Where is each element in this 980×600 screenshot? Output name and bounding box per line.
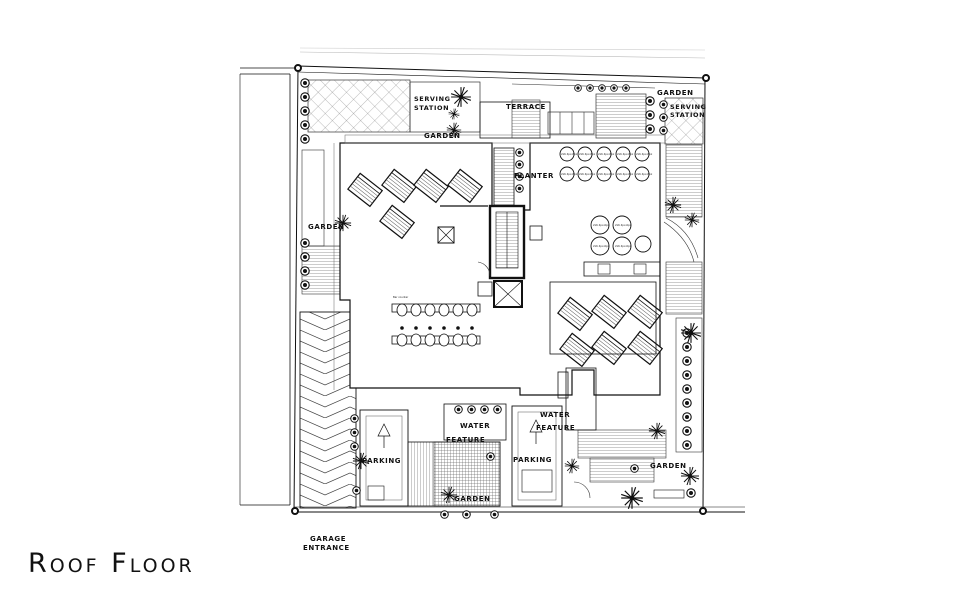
top-right-deck — [595, 93, 647, 139]
svg-text:2x6 4px-6px: 2x6 4px-6px — [593, 223, 610, 227]
bar-seating — [391, 303, 481, 347]
plan-title: Roof Floor — [28, 548, 195, 579]
serving-station-right-label: SERVING — [670, 103, 707, 111]
svg-text:2x6 4px-6px: 2x6 4px-6px — [615, 244, 632, 248]
svg-text:2x6 4px-6px: 2x6 4px-6px — [593, 244, 610, 248]
svg-text:2x6 4px-6px: 2x6 4px-6px — [561, 172, 578, 176]
core-side-box — [477, 281, 493, 297]
svg-text:2x6 4px-6px: 2x6 4px-6px — [598, 152, 615, 156]
serving-station-left-label: SERVING — [414, 95, 451, 103]
svg-text:2x6 4px-6px: 2x6 4px-6px — [561, 152, 578, 156]
svg-text:2x6 4px-6px: 2x6 4px-6px — [617, 152, 634, 156]
serving-station-right-paving — [664, 97, 704, 145]
water-feature-left-pool — [443, 403, 507, 441]
terrace-benches — [547, 111, 595, 135]
garden-bottom-label: GARDEN — [454, 495, 491, 503]
right-planting-bed — [675, 317, 703, 453]
bottom-right-steps — [565, 367, 597, 431]
right-garden-deck-lower — [665, 261, 703, 315]
svg-text:ENTRANCE: ENTRANCE — [303, 544, 350, 552]
svg-text:STATION: STATION — [414, 104, 449, 112]
garden-top-label: GARDEN — [424, 132, 461, 140]
garage-entrance-label: GARAGE — [310, 535, 346, 543]
svg-text:2x6 4px-6px: 2x6 4px-6px — [615, 223, 632, 227]
serving-station-left-paving — [307, 79, 411, 133]
right-bench — [583, 261, 661, 277]
core-side-box-right — [529, 225, 543, 241]
garden-top-right-label: GARDEN — [657, 89, 694, 97]
bottom-right-deck — [577, 429, 667, 459]
garage-ramp — [299, 311, 357, 509]
svg-text:2x6 4px-6px: 2x6 4px-6px — [636, 172, 653, 176]
garden-left-label: GARDEN — [308, 223, 345, 231]
svg-text:2x6 4px-6px: 2x6 4px-6px — [579, 172, 596, 176]
dining-table-tags: 2x6 4px-6px 2x6 4px-6px 2x6 4px-6px 2x6 … — [561, 152, 653, 248]
svg-text:STATION: STATION — [670, 111, 705, 119]
svg-text:2x6 4px-6px: 2x6 4px-6px — [579, 152, 596, 156]
bar-counter-tag: Bar counter — [393, 295, 409, 299]
terrace-deck — [511, 99, 541, 139]
slab-setback-line — [344, 134, 666, 144]
parking-right-label: PARKING — [513, 456, 552, 464]
svg-text:2x6 4px-6px: 2x6 4px-6px — [598, 172, 615, 176]
dining-tables — [559, 146, 652, 256]
corner-markers — [291, 64, 710, 515]
svg-text:2x6 4px-6px: 2x6 4px-6px — [617, 172, 634, 176]
svg-text:FEATURE: FEATURE — [536, 424, 575, 432]
svg-text:2x6 4px-6px: 2x6 4px-6px — [636, 152, 653, 156]
lounge-deck-outline — [549, 281, 657, 355]
water-feature-right-label: WATER — [540, 411, 570, 419]
water-feature-left-label: WATER — [460, 422, 490, 430]
area-labels: SERVING STATION TERRACE GARDEN SERVING S… — [303, 89, 707, 552]
left-garden-edge — [301, 149, 325, 247]
svg-text:FEATURE: FEATURE — [446, 436, 485, 444]
parking-right-bay — [511, 405, 563, 507]
site-boundary — [239, 47, 745, 513]
planter-label: PLANTER — [514, 172, 554, 180]
planter-box — [493, 147, 515, 207]
garden-bottom-right-label: GARDEN — [650, 462, 687, 470]
parking-left-label: PARKING — [362, 457, 401, 465]
terrace-label: TERRACE — [506, 103, 546, 111]
curved-path — [665, 217, 699, 259]
